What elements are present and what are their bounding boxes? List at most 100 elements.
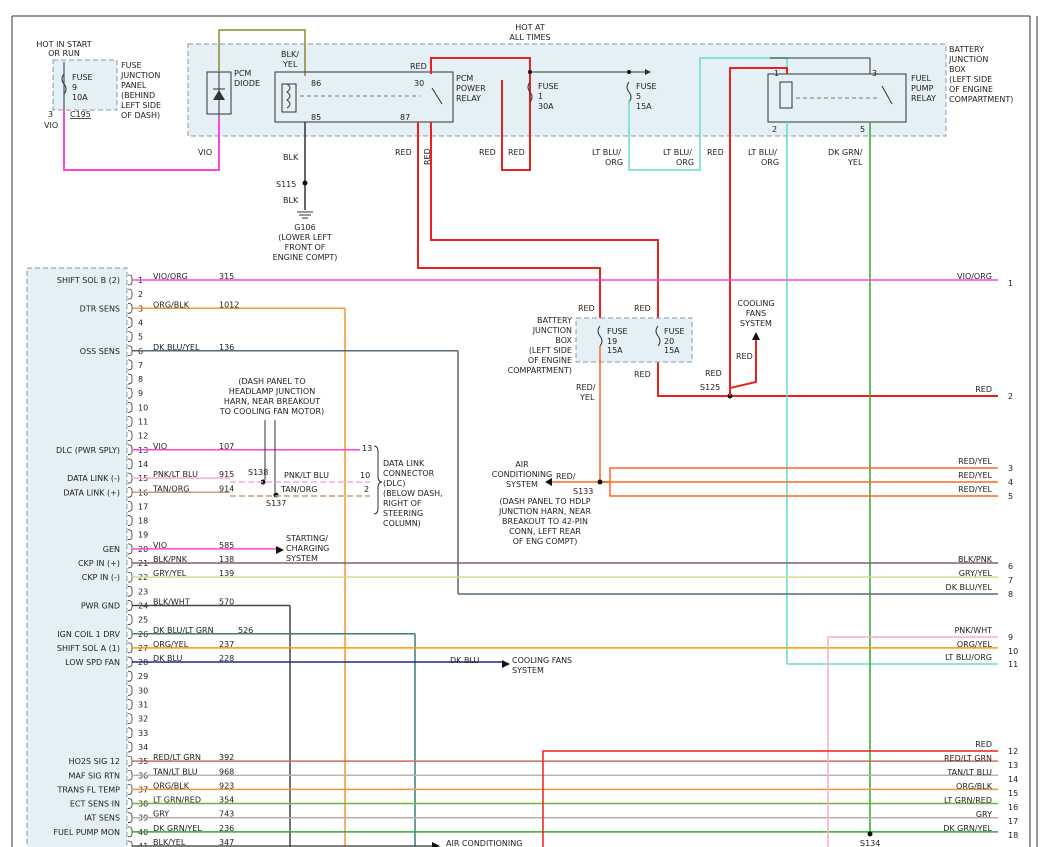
fuse20-l1: FUSE: [664, 327, 685, 336]
red-wire-pin87: [430, 122, 998, 397]
right-wire-label: BLK/PNK: [958, 555, 993, 564]
pcm-wire-color: BLK/YEL: [153, 838, 186, 847]
pcm-pin-name: DLC (PWR SPLY): [56, 446, 120, 455]
fuse-9-symbol: [61, 73, 67, 95]
pcm-wire-circuit: 743: [219, 810, 234, 819]
cooling-bottom-l2: SYSTEM: [512, 666, 544, 675]
right-wire-number: 5: [1008, 492, 1013, 501]
right-wire-number: 11: [1008, 660, 1018, 669]
fuse-junction-panel: [52, 59, 118, 111]
fuse5-l2: 5: [636, 92, 641, 101]
right-wire-number: 15: [1008, 789, 1018, 798]
red-yel-l2: YEL: [579, 393, 595, 402]
pcm-relay-l2: POWER: [456, 84, 486, 93]
starting-l2: CHARGING: [286, 544, 329, 553]
fp-relay-l3: RELAY: [911, 94, 936, 103]
pcm-pin-number: 10: [138, 403, 148, 412]
pcm-wire-circuit: 354: [219, 796, 234, 805]
fjp-l5: LEFT SIDE: [121, 101, 161, 110]
pcm-module-box: [26, 267, 128, 847]
pcm-pin-name: DATA LINK (+): [63, 488, 120, 497]
blk-label-1: BLK: [283, 153, 299, 162]
s115-label: S115: [276, 180, 296, 189]
right-wire-number: 18: [1008, 831, 1018, 840]
c195-pin: 3: [48, 110, 53, 119]
hot-all-times-l2: ALL TIMES: [509, 33, 550, 42]
ac-arrow-icon: [545, 478, 552, 486]
bjb2-l5: OF ENGINE: [528, 356, 572, 365]
dlc-tan-org: TAN/ORG: [280, 485, 317, 494]
fp-pin1: 1: [774, 69, 779, 78]
g106-l2: (LOWER LEFT: [278, 233, 332, 242]
dlc-l4: (BELOW DASH,: [383, 489, 443, 498]
lt-blu-org-b-l2: ORG: [676, 158, 694, 167]
s125-label: S125: [700, 383, 720, 392]
fuse20-l2: 20: [664, 337, 674, 346]
blk-yel-l2: YEL: [282, 60, 298, 69]
blk-yel-wire: [218, 29, 306, 76]
pcm-pin-name: OSS SENS: [80, 347, 120, 356]
s134-splice: [867, 831, 873, 837]
ac-note-l2: JUNCTION HARN, NEAR: [498, 507, 591, 516]
cooling-bottom-l1: COOLING FANS: [512, 656, 572, 665]
pcm-wire-color: VIO: [153, 541, 167, 550]
pcm-wire-color: GRY: [153, 810, 169, 819]
pcm-pin-name: SHIFT SOL B (2): [57, 276, 120, 285]
s138-label: S138: [248, 468, 268, 477]
dlc-l2: CONNECTOR: [383, 469, 435, 478]
pcm-wire-color: DK BLU: [153, 654, 182, 663]
pcm-wire-circuit: 915: [219, 470, 234, 479]
right-wire-number: 17: [1008, 817, 1018, 826]
top-labels: HOT IN START OR RUN FUSE JUNCTION PANEL …: [36, 23, 1013, 262]
fjp-l4: (BEHIND: [121, 91, 155, 100]
ac-l2: CONDITIONING: [492, 470, 552, 479]
pcm-pin-name: IGN COIL 1 DRV: [57, 630, 120, 639]
pcm-pin-number: 18: [138, 517, 148, 526]
pcm-pin-number: 30: [138, 686, 148, 695]
dlc-pin2: 2: [364, 485, 369, 494]
pcm-wire-circuit: 236: [219, 824, 234, 833]
bjb2-l3: BOX: [555, 336, 572, 345]
right-wire-number: 8: [1008, 590, 1013, 599]
right-wire-label: DK BLU/YEL: [946, 583, 993, 592]
red-fp: RED: [707, 148, 724, 157]
bjb2-labels: BATTERY JUNCTION BOX (LEFT SIDE OF ENGIN…: [492, 299, 775, 546]
pcm-wire-color: TAN/ORG: [152, 484, 189, 493]
pcm-pin-name: DTR SENS: [80, 304, 120, 313]
s137-label: S137: [266, 499, 286, 508]
right-wire-label: GRY/YEL: [959, 569, 993, 578]
fuse1-l2: 1: [538, 92, 543, 101]
starting-charging-arrow-icon: [276, 546, 284, 554]
right-wire-label: VIO/ORG: [957, 272, 992, 281]
pcm-wire-color: LT GRN/RED: [153, 796, 201, 805]
blk-yel-l1: BLK/: [281, 50, 299, 59]
ac-note-l1: (DASH PANEL TO HDLP: [499, 497, 590, 506]
s133-label: S133: [573, 487, 593, 496]
s115-splice: [302, 180, 308, 186]
pcm-pin-number: 31: [138, 701, 148, 710]
bjb-l4: (LEFT SIDE: [949, 75, 992, 84]
blk-label-2: BLK: [283, 196, 299, 205]
starting-l1: STARTING/: [286, 534, 328, 543]
ac-l3: SYSTEM: [506, 480, 538, 489]
pcm-pin-number: 41: [138, 842, 148, 847]
vio-diode: VIO: [198, 148, 212, 157]
dlc-l3: (DLC): [383, 479, 405, 488]
pnk-wht-wire: [827, 636, 998, 847]
pcm-pin-number: 4: [138, 318, 143, 327]
fp-pin5: 5: [860, 125, 865, 134]
red-wire-12: [542, 750, 998, 847]
pcm-wire-color: VIO: [153, 442, 167, 451]
red-wire-pin30: [430, 57, 531, 171]
pcm-pin-number: 32: [138, 715, 148, 724]
pcm-pin-number: 17: [138, 502, 148, 511]
fuse5-l3: 15A: [636, 102, 652, 111]
pin-30: 30: [414, 79, 424, 88]
fuse5-l1: FUSE: [636, 82, 657, 91]
right-wire-label: RED/YEL: [958, 471, 992, 480]
dk-grn-yel-l1: DK GRN/: [828, 148, 863, 157]
c195-label: C195: [70, 110, 91, 119]
red-87b: RED: [423, 148, 432, 165]
pcm-pin-name: IAT SENS: [84, 814, 120, 823]
battery-junction-box-top: [187, 43, 947, 137]
